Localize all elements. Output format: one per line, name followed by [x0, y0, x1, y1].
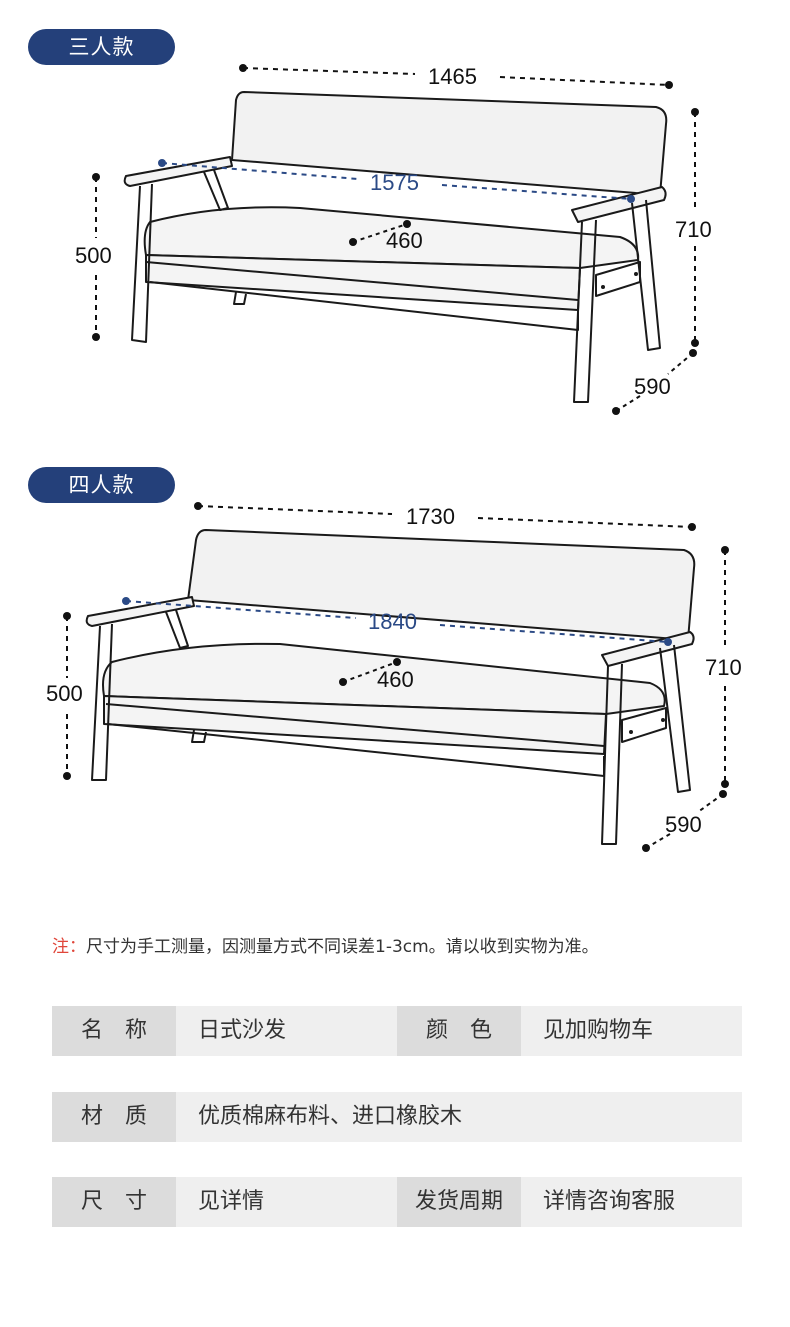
- shipping-label: 发货周期: [397, 1177, 521, 1227]
- three-seat-width-label: 1465: [428, 64, 477, 89]
- section-title-three-seat: 三人款: [28, 29, 175, 65]
- name-label: 名 称: [52, 1006, 176, 1056]
- four-seat-length-label: 1840: [368, 609, 417, 634]
- note-label: 注：: [52, 937, 86, 957]
- spec-row-size-shipping: 尺 寸 见详情 发货周期 详情咨询客服: [52, 1177, 742, 1227]
- three-seat-sofa-diagram: 1465 1575 460 500 710 590: [75, 64, 712, 415]
- three-seat-seat-depth-label: 460: [386, 228, 423, 253]
- color-label: 颜 色: [397, 1006, 521, 1056]
- material-label: 材 质: [52, 1092, 176, 1142]
- four-seat-height-left-label: 500: [46, 681, 83, 706]
- shipping-value: 详情咨询客服: [521, 1177, 742, 1227]
- four-seat-sofa-diagram: 1730 1840 460 500 710 590: [46, 502, 742, 852]
- section-title-four-seat: 四人款: [28, 467, 175, 503]
- spec-row-material: 材 质 优质棉麻布料、进口橡胶木: [52, 1092, 742, 1142]
- three-seat-height-right-label: 710: [675, 217, 712, 242]
- three-seat-height-left-label: 500: [75, 243, 112, 268]
- material-value: 优质棉麻布料、进口橡胶木: [176, 1092, 742, 1142]
- measurement-note: 注：尺寸为手工测量，因测量方式不同误差1-3cm。请以收到实物为准。: [52, 932, 599, 957]
- three-seat-depth-label: 590: [634, 374, 671, 399]
- size-value: 见详情: [176, 1177, 397, 1227]
- size-label: 尺 寸: [52, 1177, 176, 1227]
- four-seat-width-label: 1730: [406, 504, 455, 529]
- name-value: 日式沙发: [176, 1006, 397, 1056]
- four-seat-seat-depth-label: 460: [377, 667, 414, 692]
- four-seat-depth-label: 590: [665, 812, 702, 837]
- note-text: 尺寸为手工测量，因测量方式不同误差1-3cm。请以收到实物为准。: [86, 937, 599, 957]
- four-seat-height-right-label: 710: [705, 655, 742, 680]
- spec-row-name-color: 名 称 日式沙发 颜 色 见加购物车: [52, 1006, 742, 1056]
- color-value: 见加购物车: [521, 1006, 742, 1056]
- three-seat-length-label: 1575: [370, 170, 419, 195]
